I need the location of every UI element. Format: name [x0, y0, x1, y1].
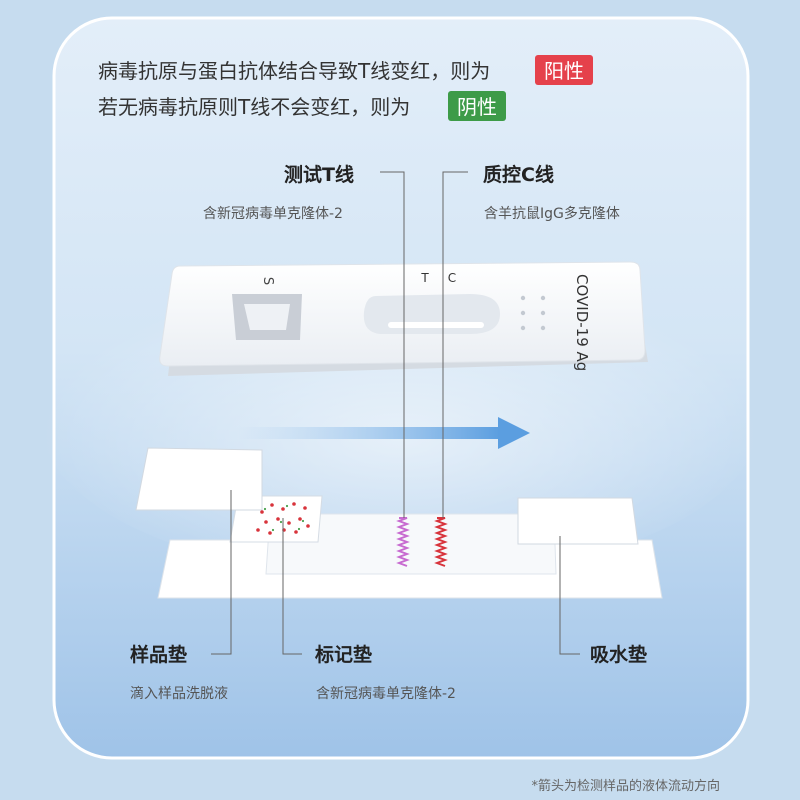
control-line-label: 质控C线 含羊抗鼠IgG多克隆体: [483, 163, 620, 222]
test-cassette: S T C COVID-19 Ag: [159, 261, 648, 376]
negative-badge: 阴性: [457, 95, 497, 119]
test-line-desc: 含新冠病毒单克隆体-2: [203, 206, 343, 222]
strip-layers: [135, 447, 663, 599]
header-line2: 若无病毒抗原则T线不会变红，则为: [98, 95, 410, 119]
c-letter: C: [448, 271, 456, 285]
t-letter: T: [420, 271, 429, 285]
flow-arrow-shaft: [238, 427, 500, 439]
brand-text: COVID-19 Ag: [573, 274, 591, 371]
control-line-leader: [442, 171, 468, 518]
header-line1: 病毒抗原与蛋白抗体结合导致T线变红，则为: [98, 59, 490, 83]
sample-pad-title: 样品垫: [130, 643, 187, 666]
flow-arrow-head: [498, 417, 530, 449]
result-window-strip: [388, 322, 484, 328]
sample-pad-shape: [135, 447, 263, 511]
test-line-leader: [380, 171, 405, 518]
well-letter: S: [260, 277, 275, 285]
positive-badge-bg: [535, 55, 593, 85]
label-pad-leader: [282, 518, 302, 655]
antibody-particles: [263, 504, 305, 532]
negative-badge-bg: [448, 91, 506, 121]
absorbent-pad-leader: [559, 536, 580, 655]
flow-arrow: [238, 417, 530, 449]
test-line-label: 测试T线 含新冠病毒单克隆体-2: [203, 163, 354, 222]
control-line-desc: 含羊抗鼠IgG多克隆体: [484, 205, 620, 222]
label-pad-title: 标记垫: [315, 644, 372, 666]
grip-dots: [520, 295, 546, 331]
leader-lines: [211, 171, 580, 655]
sample-well-inner: [244, 304, 290, 330]
absorbent-pad-title: 吸水垫: [590, 644, 647, 666]
label-pad-desc: 含新冠病毒单克隆体-2: [316, 686, 456, 702]
absorbent-pad-shape: [517, 497, 639, 545]
footnote: *箭头为检测样品的液体流动方向: [531, 778, 720, 794]
test-line-mark: [396, 517, 410, 567]
control-line-title: 质控C线: [483, 163, 554, 186]
sample-pad-leader: [211, 490, 232, 655]
control-line-mark: [434, 517, 448, 567]
header: 病毒抗原与蛋白抗体结合导致T线变红，则为 阳性 若无病毒抗原则T线不会变红，则为…: [98, 55, 593, 121]
test-line-title: 测试T线: [284, 163, 354, 186]
positive-badge: 阳性: [544, 59, 584, 83]
sample-pad-desc: 滴入样品洗脱液: [130, 685, 228, 702]
nitrocellulose-membrane: [265, 513, 557, 575]
